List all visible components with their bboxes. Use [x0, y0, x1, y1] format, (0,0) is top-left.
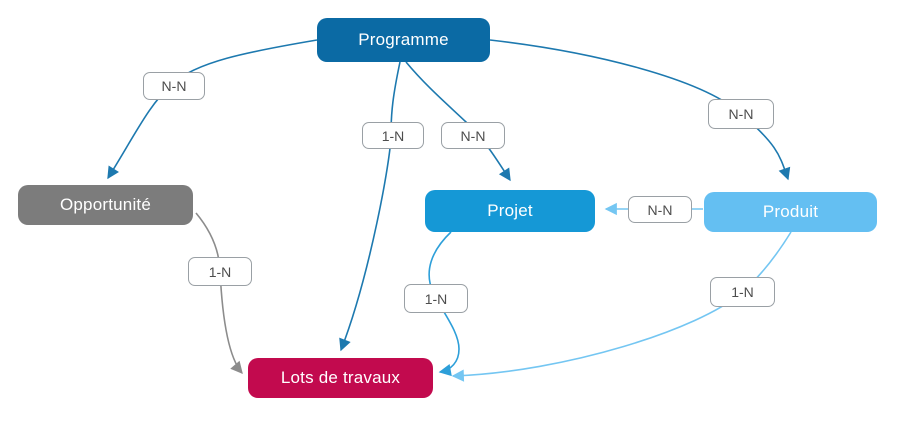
edge-produit-lots [451, 231, 792, 382]
node-programme-label: Programme [358, 30, 449, 49]
node-opportunite-label: Opportunité [59, 195, 152, 214]
edge-programme-produit [489, 39, 791, 181]
edge-programme-opportunite [107, 39, 318, 180]
edge-programme-projet [405, 61, 511, 182]
node-lots-de-travaux[interactable]: Lots de travaux [248, 358, 433, 398]
node-produit[interactable]: Produit [704, 192, 877, 232]
node-projet-label: Projet [487, 201, 533, 220]
cardinality-programme-opportunite: N-N [143, 72, 205, 100]
cardinality-programme-projet: N-N [441, 122, 505, 149]
edge-opportunite-lots [195, 212, 243, 375]
cardinality-produit-projet: N-N [628, 196, 692, 223]
node-produit-label: Produit [762, 202, 819, 221]
node-opportunite[interactable]: Opportunité [18, 185, 193, 225]
node-lots-de-travaux-label: Lots de travaux [280, 368, 401, 387]
cardinality-programme-produit: N-N [708, 99, 774, 129]
cardinality-opportunite-lots: 1-N [188, 257, 252, 286]
cardinality-programme-lots: 1-N [362, 122, 424, 149]
node-projet[interactable]: Projet [425, 190, 595, 232]
edge-programme-lots [339, 61, 401, 352]
cardinality-projet-lots: 1-N [404, 284, 468, 313]
cardinality-produit-lots: 1-N [710, 277, 775, 307]
node-programme[interactable]: Programme [317, 18, 490, 62]
edge-projet-lots [428, 231, 460, 377]
